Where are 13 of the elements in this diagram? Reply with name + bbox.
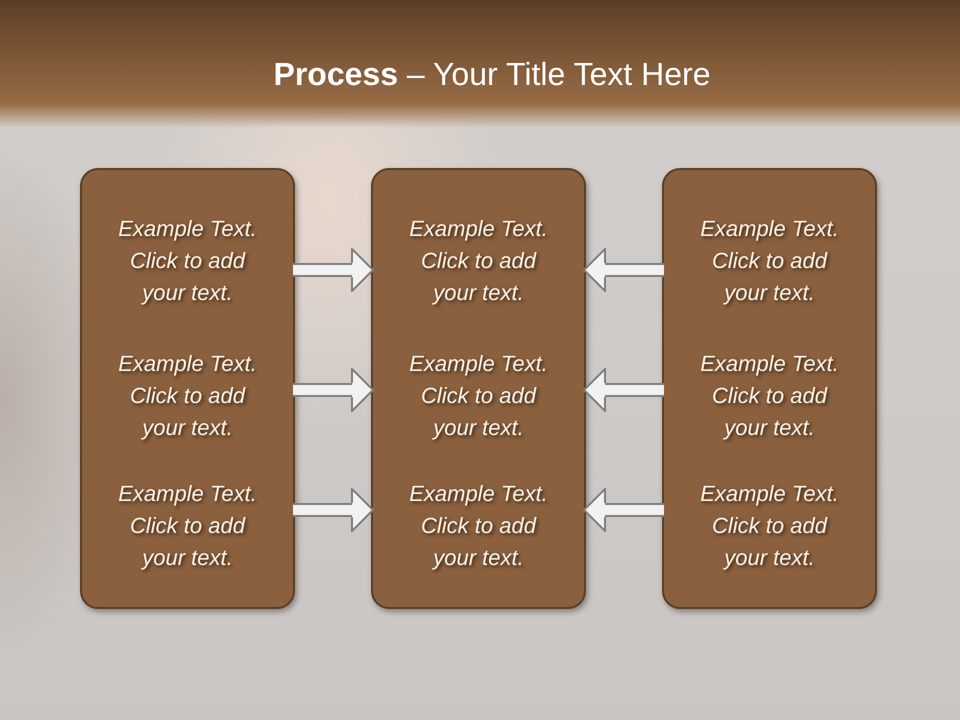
body-text: Example Text. Click to add your text. bbox=[408, 215, 549, 307]
body-text: Example Text. Click to add your text. bbox=[117, 350, 258, 442]
body-text: Example Text. Click to add your text. bbox=[117, 215, 258, 307]
body-text: Example Text. Click to add your text. bbox=[699, 350, 840, 442]
body-text: Example Text. Click to add your text. bbox=[699, 215, 840, 307]
body-text: Example Text. Click to add your text. bbox=[699, 480, 840, 572]
body-text: Example Text. Click to add your text. bbox=[408, 480, 549, 572]
rounded-panel bbox=[371, 168, 586, 609]
body-text: Example Text. Click to add your text. bbox=[117, 480, 258, 572]
rounded-panel bbox=[662, 168, 877, 609]
slide-title: Process – Your Title Text Here bbox=[273, 55, 710, 94]
rounded-panel bbox=[80, 168, 295, 609]
body-text: Example Text. Click to add your text. bbox=[408, 350, 549, 442]
